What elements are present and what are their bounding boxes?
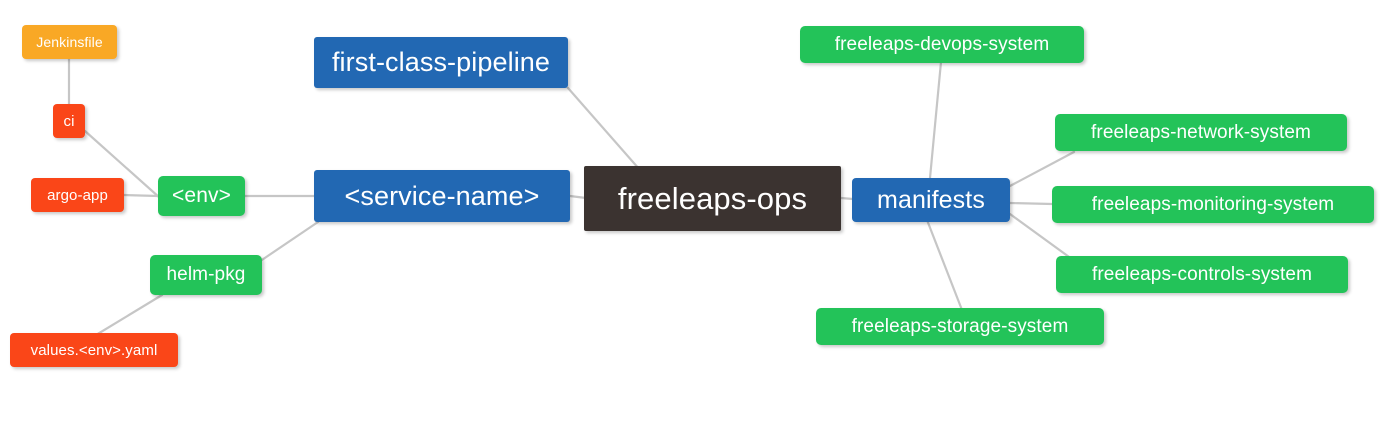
node-manifests[interactable]: manifests xyxy=(852,178,1010,222)
node-manifests-label: manifests xyxy=(877,185,985,214)
node-freeleaps-devops-system[interactable]: freeleaps-devops-system xyxy=(800,26,1084,63)
node-freeleaps-ops-label: freeleaps-ops xyxy=(617,180,808,216)
node-ci[interactable]: ci xyxy=(53,104,85,138)
node-env[interactable]: <env> xyxy=(158,176,245,216)
edge-ci-env xyxy=(83,129,162,200)
edge-argoapp-env xyxy=(122,193,160,198)
node-env-label: <env> xyxy=(172,184,231,207)
node-first-class-pipeline[interactable]: first-class-pipeline xyxy=(314,37,568,88)
node-helm-pkg-label: helm-pkg xyxy=(166,264,246,285)
edge-root-manifests xyxy=(839,196,855,201)
node-jenkinsfile[interactable]: Jenkinsfile xyxy=(22,25,117,59)
node-freeleaps-network-system[interactable]: freeleaps-network-system xyxy=(1055,114,1347,151)
node-freeleaps-ops[interactable]: freeleaps-ops xyxy=(584,166,841,231)
node-service-name[interactable]: <service-name> xyxy=(314,170,570,222)
node-freeleaps-monitoring-system-label: freeleaps-monitoring-system xyxy=(1091,193,1335,215)
node-helm-pkg[interactable]: helm-pkg xyxy=(150,255,262,295)
node-ci-label: ci xyxy=(63,112,75,130)
node-freeleaps-monitoring-system[interactable]: freeleaps-monitoring-system xyxy=(1052,186,1374,223)
node-argo-app[interactable]: argo-app xyxy=(31,178,124,212)
edge-manifests-storage xyxy=(925,218,964,312)
edge-manifests-monitoring xyxy=(1008,201,1054,206)
edge-pipeline-root xyxy=(566,86,642,172)
node-freeleaps-controls-system-label: freeleaps-controls-system xyxy=(1091,263,1313,285)
node-freeleaps-storage-system-label: freeleaps-storage-system xyxy=(851,315,1069,337)
node-freeleaps-devops-system-label: freeleaps-devops-system xyxy=(834,33,1050,55)
node-freeleaps-storage-system[interactable]: freeleaps-storage-system xyxy=(816,308,1104,345)
edge-manifests-devops xyxy=(928,60,943,180)
node-values-yaml-label: values.<env>.yaml xyxy=(30,341,158,359)
node-freeleaps-network-system-label: freeleaps-network-system xyxy=(1091,121,1311,143)
node-jenkinsfile-label: Jenkinsfile xyxy=(36,34,103,50)
edge-helmpkg-values xyxy=(94,293,164,337)
node-values-yaml[interactable]: values.<env>.yaml xyxy=(10,333,178,367)
edge-manifests-network xyxy=(1008,150,1076,188)
edge-manifests-controls xyxy=(1008,212,1078,264)
node-argo-app-label: argo-app xyxy=(47,186,108,204)
node-service-name-label: <service-name> xyxy=(344,180,540,211)
edge-servicename-root xyxy=(568,194,588,200)
node-first-class-pipeline-label: first-class-pipeline xyxy=(331,47,551,77)
node-freeleaps-controls-system[interactable]: freeleaps-controls-system xyxy=(1056,256,1348,293)
